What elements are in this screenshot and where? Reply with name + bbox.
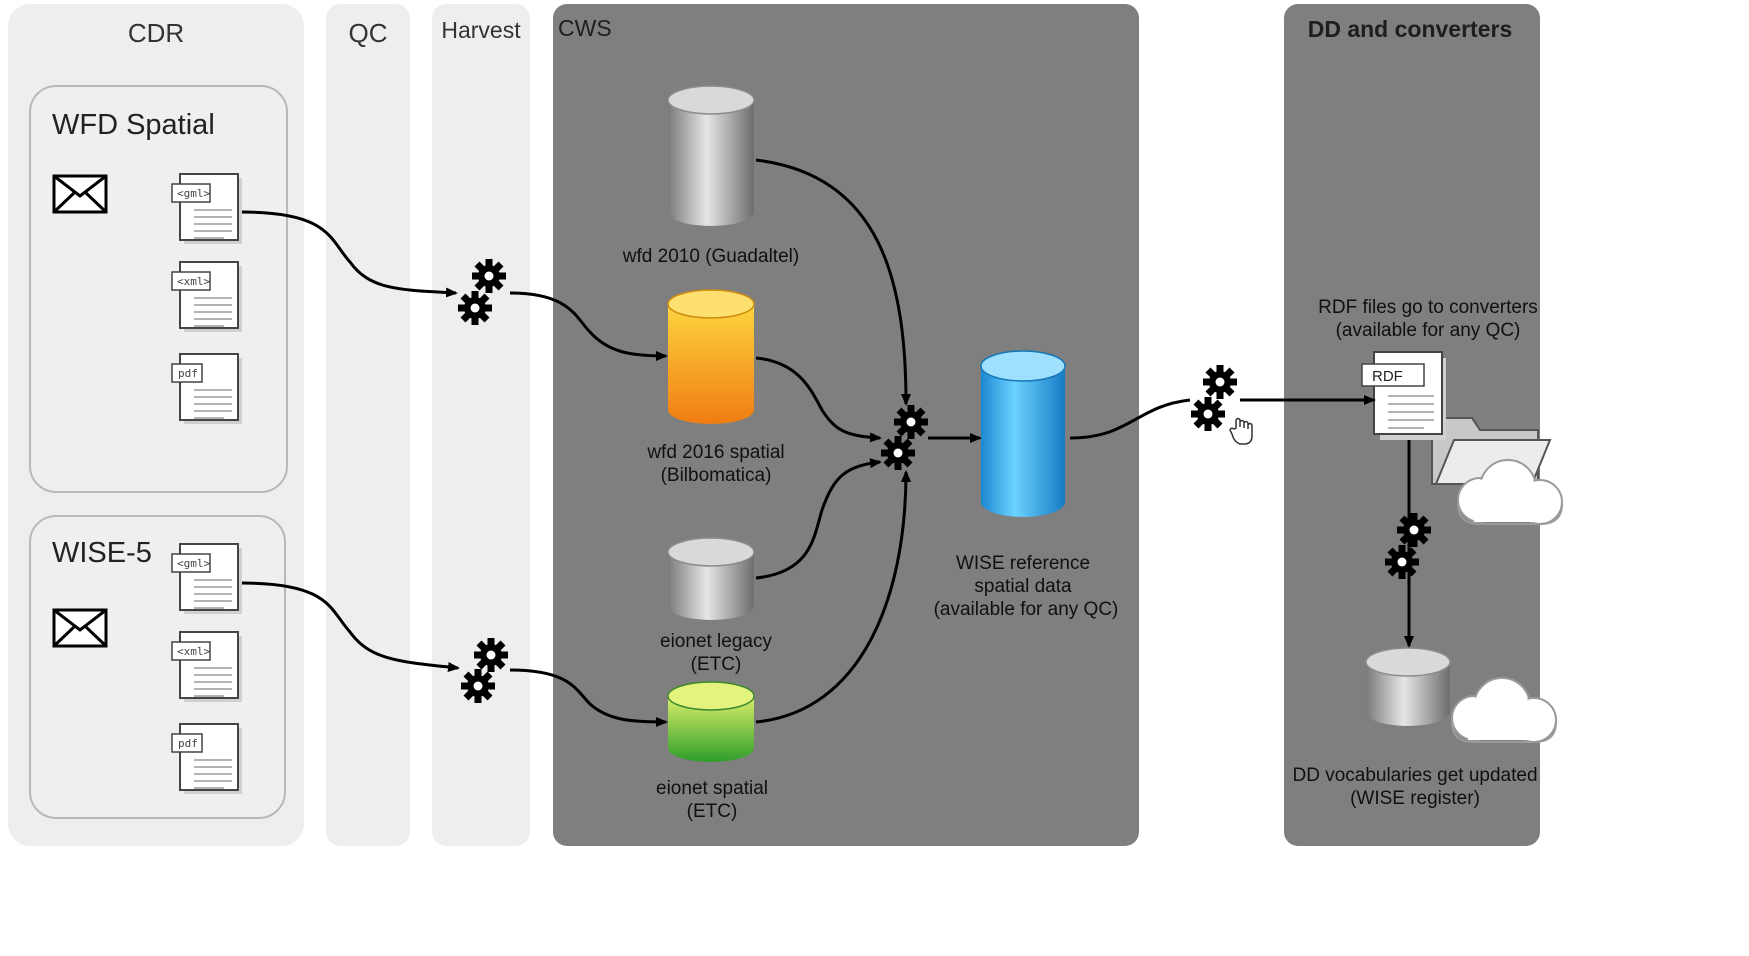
gear-icon	[1191, 365, 1237, 431]
gml-document-icon: <gml>	[171, 543, 242, 614]
database-eionet-legacy-icon	[667, 537, 755, 620]
xml-document-icon: <xml>	[171, 631, 242, 702]
lane-title-harvest: Harvest	[441, 17, 521, 43]
caption-wfd2010: wfd 2010 (Guadaltel)	[622, 246, 799, 267]
arrow-harvest-to-eionet-spatial	[509, 668, 668, 727]
arrow-eionet-legacy-to-merge	[755, 458, 882, 580]
doc-tag-gml: <gml>	[177, 557, 210, 570]
box-wfd-spatial	[29, 85, 288, 493]
doc-tag-gml: <gml>	[177, 187, 210, 200]
caption-dd-vocab-line2: (WISE register)	[1350, 788, 1480, 809]
doc-tag-pdf: pdf	[178, 737, 198, 750]
arrow-harvest-to-wfd2016	[509, 291, 668, 361]
xml-document-icon: <xml>	[171, 261, 242, 332]
box-title-wfd-spatial: WFD Spatial	[52, 109, 215, 141]
lane-qc	[326, 4, 410, 846]
rdf-document-icon: RDF	[1361, 351, 1446, 440]
database-wfd2010-icon	[667, 85, 755, 226]
doc-tag-xml: <xml>	[177, 275, 210, 288]
envelope-icon	[52, 174, 108, 214]
caption-rdf-line1: RDF files go to converters	[1318, 297, 1538, 318]
lane-title-cws: CWS	[558, 15, 612, 41]
arrow-wise5-to-harvest	[241, 581, 460, 672]
database-dd-vocabularies-icon	[1365, 647, 1451, 726]
lane-title-qc: QC	[349, 18, 388, 48]
caption-eionet-spatial-line1: eionet spatial	[656, 778, 768, 799]
lane-title-cdr: CDR	[128, 18, 184, 48]
lane-harvest	[432, 4, 530, 846]
arrow-wfd-to-harvest	[241, 210, 458, 298]
caption-eionet-spatial-line2: (ETC)	[687, 801, 738, 822]
pdf-document-icon: pdf	[171, 353, 242, 424]
caption-dd-vocab-line1: DD vocabularies get updated	[1292, 765, 1537, 786]
pdf-document-icon: pdf	[171, 723, 242, 794]
database-wise-reference-icon	[980, 350, 1066, 517]
caption-wise-ref-line3: (available for any QC)	[934, 599, 1119, 620]
box-title-wise5: WISE-5	[52, 537, 152, 569]
database-eionet-spatial-icon	[667, 681, 755, 762]
doc-tag-pdf: pdf	[178, 367, 198, 380]
caption-wfd2016-line2: (Bilbomatica)	[661, 465, 772, 486]
arrow-eionet-spatial-to-merge	[755, 470, 911, 724]
hand-cursor-icon	[1229, 417, 1253, 445]
rdf-tag: RDF	[1372, 368, 1403, 385]
gml-document-icon: <gml>	[171, 173, 242, 244]
doc-tag-xml: <xml>	[177, 645, 210, 658]
caption-wfd2016-line1: wfd 2016 spatial	[646, 442, 784, 463]
caption-eionet-legacy-line1: eionet legacy	[660, 631, 772, 652]
caption-eionet-legacy-line2: (ETC)	[691, 654, 742, 675]
envelope-icon	[52, 608, 108, 648]
caption-wise-ref-line1: WISE reference	[956, 553, 1090, 574]
caption-rdf-line2: (available for any QC)	[1336, 320, 1521, 341]
database-wfd2016-icon	[667, 289, 755, 424]
arrow-wfd2016-to-merge	[755, 356, 882, 443]
caption-wise-ref-line2: spatial data	[974, 576, 1072, 597]
lane-title-dd: DD and converters	[1308, 16, 1513, 42]
arrow-wfd2010-to-merge	[755, 158, 911, 406]
arrow-wise-ref-to-converters	[1069, 398, 1191, 440]
